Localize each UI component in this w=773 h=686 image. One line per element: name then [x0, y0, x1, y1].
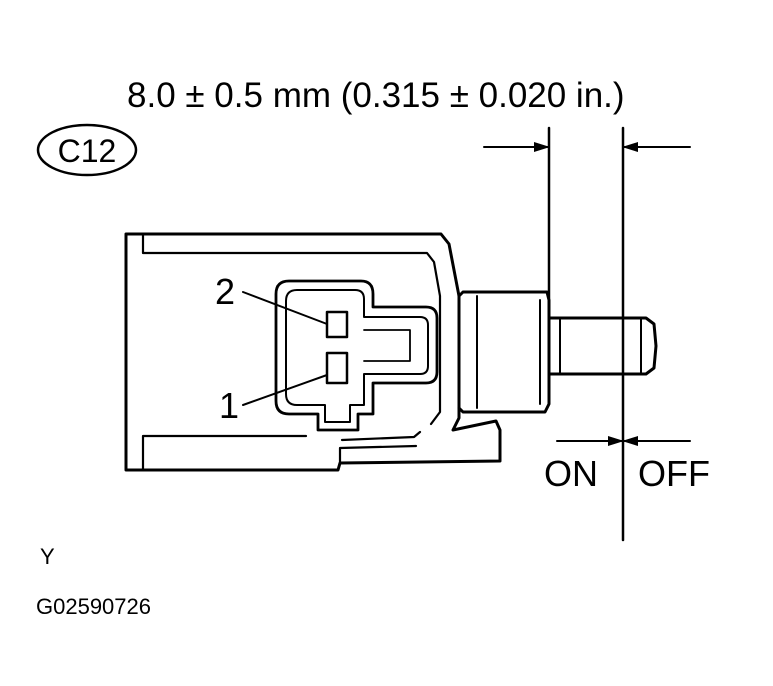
off-label: OFF [638, 453, 710, 494]
terminal-1-label: 1 [219, 385, 239, 426]
figure-code: G02590726 [36, 594, 151, 619]
connector-socket [274, 279, 439, 432]
connector-code-badge: C12 [36, 123, 138, 177]
on-label: ON [544, 453, 598, 494]
terminal-1-pin [325, 351, 349, 385]
terminal-2-label: 2 [215, 271, 235, 312]
terminal-1-leader [242, 374, 328, 406]
corner-letter: Y [40, 544, 55, 569]
terminal-2-leader [242, 291, 328, 325]
switch-body [124, 232, 658, 472]
connector-code: C12 [58, 133, 117, 169]
dimension-lines [483, 126, 691, 542]
dimension-label: 8.0 ± 0.5 mm (0.315 ± 0.020 in.) [127, 76, 625, 115]
terminal-2-pin [325, 310, 349, 339]
